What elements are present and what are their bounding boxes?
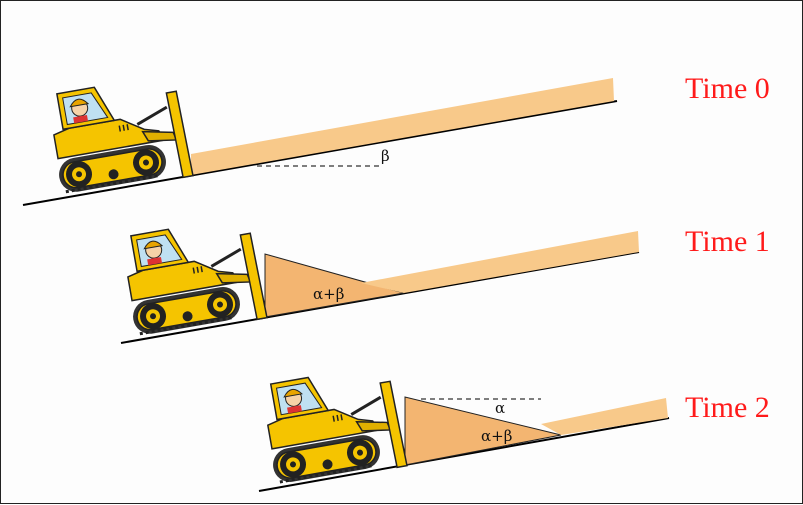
panel-time-1: α+β Time 1 (117, 213, 770, 344)
panel-time-2: α α+β Time 2 (257, 361, 770, 492)
angle-label-alpha: α (495, 399, 505, 417)
angle-label-alpha-plus-beta: α+β (313, 285, 344, 303)
soil-layer (541, 398, 668, 435)
angle-label-beta: β (381, 147, 390, 165)
time-label-0: Time 0 (685, 72, 770, 105)
bulldozer-icon (257, 361, 409, 491)
angle-label-alpha-plus-beta: α+β (481, 427, 512, 445)
soil-layer (361, 231, 639, 293)
time-label-2: Time 2 (685, 391, 770, 424)
soil-layer (191, 78, 614, 175)
ground-line (258, 417, 670, 492)
ground-line (22, 100, 618, 206)
time-label-1: Time 1 (685, 225, 770, 258)
soil-wedge (264, 253, 405, 318)
panel-time-0: β Time 0 (22, 71, 770, 206)
soil-wedge (404, 396, 562, 466)
